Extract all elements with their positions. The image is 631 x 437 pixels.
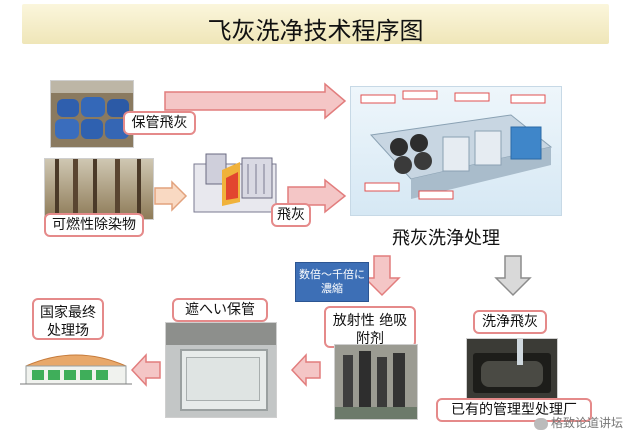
label-combustible-decontaminated: 可燃性除染物 bbox=[44, 213, 144, 237]
label-storage-fly-ash: 保管飛灰 bbox=[123, 111, 196, 135]
concentration-callout: 数倍～千倍に濃縮 bbox=[295, 262, 369, 302]
label-shielded-storage: 遮へい保管 bbox=[172, 298, 268, 322]
arrow-down-to-adsorbent bbox=[363, 255, 401, 297]
washing-facility-illustration bbox=[350, 86, 562, 216]
label-existing-managed-landfill: 已有的管理型处理厂 bbox=[436, 398, 592, 422]
storage-bags-photo bbox=[50, 80, 134, 148]
arrow-storage-to-facility bbox=[164, 82, 347, 120]
wechat-icon bbox=[533, 417, 548, 430]
shielded-storage-photo bbox=[165, 322, 277, 418]
label-fly-ash-washing-process: 飛灰洗浄处理 bbox=[392, 228, 500, 249]
forest-photo bbox=[44, 158, 154, 220]
title-bar: 飞灰洗净技术程序图 bbox=[22, 4, 609, 45]
adsorbent-equipment-photo bbox=[334, 344, 418, 420]
arrow-down-to-washed-ash bbox=[494, 255, 532, 297]
arrow-adsorbent-to-storage bbox=[290, 353, 321, 387]
label-national-final-disposal: 国家最终处理场 bbox=[32, 298, 104, 340]
arrow-combustible-to-incinerator bbox=[154, 180, 188, 212]
page-title: 飞灰洗净技术程序图 bbox=[207, 17, 424, 45]
incinerator-diagram bbox=[192, 150, 278, 218]
washed-ash-photo bbox=[466, 338, 558, 404]
label-fly-ash: 飛灰 bbox=[271, 203, 311, 227]
label-washed-fly-ash: 洗浄飛灰 bbox=[473, 310, 547, 334]
final-disposal-cross-section bbox=[20, 344, 132, 390]
label-radioactive-adsorbent: 放射性 绝吸附剂 bbox=[324, 306, 416, 348]
watermark: 格致论道讲坛 bbox=[533, 414, 623, 431]
arrow-storage-to-national bbox=[130, 353, 161, 387]
